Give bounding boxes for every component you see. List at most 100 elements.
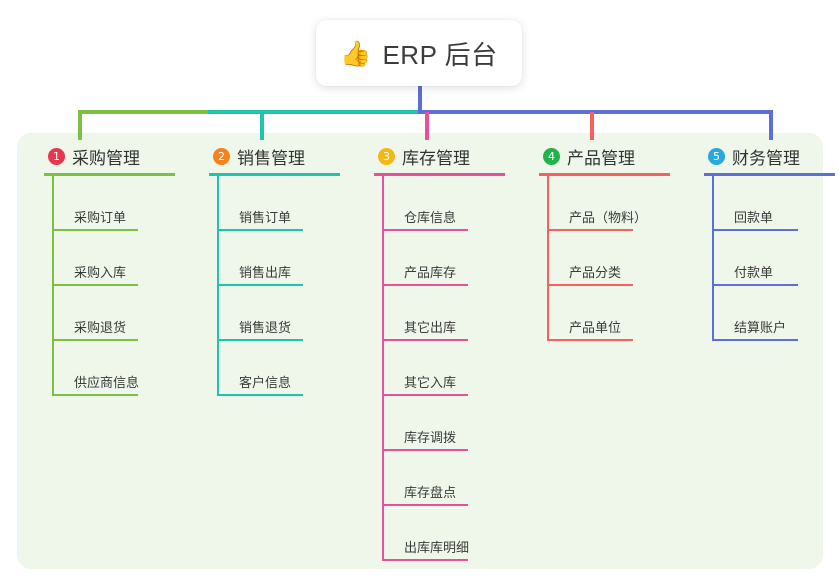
- branch-item[interactable]: 产品库存: [382, 231, 512, 286]
- branch-item[interactable]: 销售订单: [217, 176, 347, 231]
- branch-item[interactable]: 产品分类: [547, 231, 677, 286]
- branch-header-underline: [704, 173, 835, 176]
- branch-column: 2 销售管理销售订单销售出库销售退货客户信息: [195, 144, 347, 396]
- branch-item[interactable]: 销售出库: [217, 231, 347, 286]
- branch-item-underline: [217, 284, 303, 286]
- branch-item-underline: [52, 339, 138, 341]
- branch-item-label: 采购入库: [74, 265, 127, 280]
- branch-item-underline: [712, 229, 798, 231]
- branch-item[interactable]: 仓库信息: [382, 176, 512, 231]
- branch-number-badge: 4: [543, 147, 560, 165]
- branch-title: 采购管理: [72, 148, 140, 168]
- branch-item-label: 结算账户: [734, 320, 787, 335]
- branch-item[interactable]: 产品单位: [547, 286, 677, 341]
- branch-item-label: 产品库存: [404, 265, 457, 280]
- branch-item-label: 采购退货: [74, 320, 127, 335]
- connector-drop: [769, 112, 773, 140]
- branch-item[interactable]: 出库库明细: [382, 506, 512, 561]
- root-title-card[interactable]: 👍 ERP 后台: [316, 20, 522, 86]
- branch-item[interactable]: 采购入库: [52, 231, 182, 286]
- branch-item-underline: [52, 229, 138, 231]
- branch-item-underline: [382, 339, 468, 341]
- branch-item[interactable]: 采购退货: [52, 286, 182, 341]
- branch-item-underline: [382, 229, 468, 231]
- branch-item-underline: [217, 394, 303, 396]
- branch-title: 产品管理: [567, 148, 635, 168]
- branch-item-label: 库存盘点: [404, 485, 457, 500]
- branch-item-label: 采购订单: [74, 210, 127, 225]
- branch-column: 1 采购管理采购订单采购入库采购退货供应商信息: [30, 144, 182, 396]
- branch-item-underline: [712, 284, 798, 286]
- branch-item-label: 销售出库: [239, 265, 292, 280]
- branch-item-underline: [52, 284, 138, 286]
- branch-item-label: 其它出库: [404, 320, 457, 335]
- branch-item[interactable]: 回款单: [712, 176, 839, 231]
- branch-item-underline: [547, 229, 633, 231]
- branch-number-badge: 1: [48, 147, 65, 165]
- branch-item-label: 产品单位: [569, 320, 622, 335]
- branch-item[interactable]: 采购订单: [52, 176, 182, 231]
- branch-item[interactable]: 其它入库: [382, 341, 512, 396]
- branch-item-underline: [547, 284, 633, 286]
- branch-item-label: 出库库明细: [404, 540, 470, 555]
- content-panel: [17, 133, 823, 569]
- branch-item-label: 供应商信息: [74, 375, 140, 390]
- branch-items: 采购订单采购入库采购退货供应商信息: [52, 176, 182, 396]
- connector-drop: [260, 112, 264, 140]
- branch-spine: [382, 176, 384, 561]
- branch-item-underline: [52, 394, 138, 396]
- branch-item-label: 销售订单: [239, 210, 292, 225]
- branch-item-label: 回款单: [734, 210, 774, 225]
- branch-spine: [52, 176, 54, 396]
- branch-item[interactable]: 付款单: [712, 231, 839, 286]
- branch-spine: [712, 176, 714, 341]
- branch-number-badge: 3: [378, 147, 395, 165]
- branch-item-underline: [382, 504, 468, 506]
- branch-header-underline: [374, 173, 505, 176]
- branch-item[interactable]: 结算账户: [712, 286, 839, 341]
- branch-header[interactable]: 4 产品管理: [525, 144, 677, 168]
- branch-item[interactable]: 其它出库: [382, 286, 512, 341]
- branch-item-underline: [382, 559, 468, 561]
- branch-header-underline: [539, 173, 670, 176]
- branch-header-underline: [209, 173, 340, 176]
- branch-item[interactable]: 库存盘点: [382, 451, 512, 506]
- branch-column: 4 产品管理产品（物料） 产品分类产品单位: [525, 144, 677, 341]
- branch-item-underline: [217, 339, 303, 341]
- branch-items: 产品（物料） 产品分类产品单位: [547, 176, 677, 341]
- connector-bus-segment: [78, 110, 208, 114]
- branch-header[interactable]: 1 采购管理: [30, 144, 182, 168]
- connector-stem: [418, 86, 422, 112]
- branch-item-label: 客户信息: [239, 375, 292, 390]
- branch-item-underline: [382, 394, 468, 396]
- branch-items: 回款单付款单结算账户: [712, 176, 839, 341]
- branch-number-badge: 2: [213, 147, 230, 165]
- branch-item-label: 销售退货: [239, 320, 292, 335]
- branch-item[interactable]: 客户信息: [217, 341, 347, 396]
- branch-header[interactable]: 3 库存管理: [360, 144, 512, 168]
- branch-item[interactable]: 供应商信息: [52, 341, 182, 396]
- branch-spine: [217, 176, 219, 396]
- branch-item[interactable]: 库存调拨: [382, 396, 512, 451]
- branch-item-label: 库存调拨: [404, 430, 457, 445]
- branch-title: 库存管理: [402, 148, 470, 168]
- branch-item[interactable]: 销售退货: [217, 286, 347, 341]
- branch-item-underline: [217, 229, 303, 231]
- branch-item[interactable]: 产品（物料）: [547, 176, 677, 231]
- connector-drop: [78, 112, 82, 140]
- connector-bus-segment: [208, 110, 418, 114]
- page-title: ERP 后台: [382, 39, 498, 70]
- branch-item-label: 产品（物料）: [569, 210, 648, 225]
- branch-item-underline: [382, 449, 468, 451]
- branch-items: 销售订单销售出库销售退货客户信息: [217, 176, 347, 396]
- branch-title: 销售管理: [237, 148, 305, 168]
- connector-bus-segment: [418, 110, 773, 114]
- branch-item-label: 付款单: [734, 265, 774, 280]
- branch-header-underline: [44, 173, 175, 176]
- branch-item-underline: [712, 339, 798, 341]
- connector-drop: [425, 112, 429, 140]
- branch-header[interactable]: 2 销售管理: [195, 144, 347, 168]
- thumbs-up-icon: 👍: [340, 38, 372, 68]
